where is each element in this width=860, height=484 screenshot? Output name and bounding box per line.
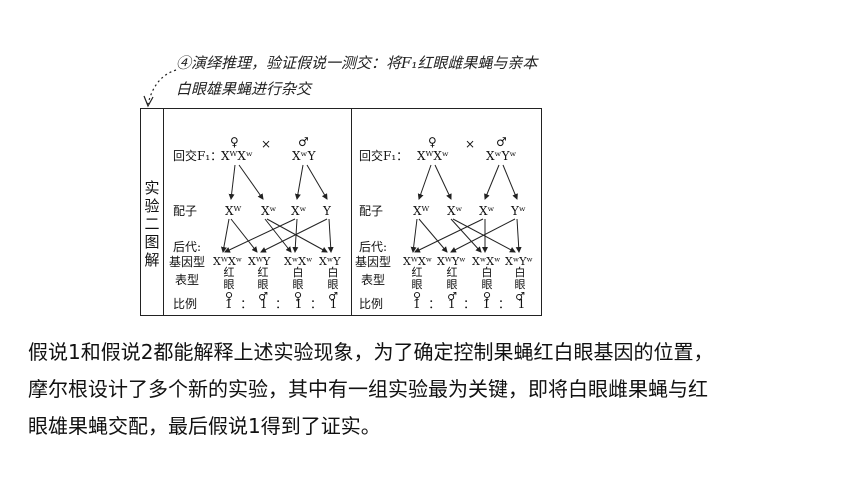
- gamete: Xʷ: [447, 204, 463, 218]
- cross-label: 回交F₁：: [359, 149, 409, 163]
- side-label-char: 实: [144, 179, 160, 197]
- note-line-1: ④演绎推理，验证假说一测交：将F₁红眼雌果蝇与亲本: [176, 54, 538, 72]
- cross-diagram: 实 验 二 图 解 回交F₁： ♀ XᵂXʷ × ♂ XʷY 配子 Xᵂ Xʷ …: [140, 108, 542, 316]
- parent-female: XᵂXʷ: [417, 149, 449, 163]
- phenotype: 白眼♀: [292, 266, 304, 303]
- cross-arrows: [220, 164, 522, 253]
- ratio-label: 比例: [173, 297, 198, 311]
- gamete: Xᵂ: [413, 204, 430, 218]
- genotype-label: 基因型: [355, 255, 392, 269]
- parent-male: XʷYʷ: [486, 149, 517, 163]
- phenotype: 红眼♀: [223, 266, 235, 303]
- phenotype: 红眼♀: [411, 266, 423, 303]
- parent-female: XᵂXʷ: [221, 149, 253, 163]
- side-label-char: 解: [144, 251, 160, 269]
- ratio-label: 比例: [359, 297, 384, 311]
- gamete: Xᵂ: [225, 204, 242, 218]
- genotype: XᵂY: [248, 255, 271, 268]
- paragraph-line-2: 摩尔根设计了多个新的实验，其中有一组实验最为关键，即将白眼雌果蝇与红: [28, 377, 708, 401]
- side-label-char: 二: [144, 215, 160, 233]
- parent-male: XʷY: [292, 149, 316, 163]
- male-symbol: ♂: [298, 135, 309, 149]
- cross-symbol: ×: [465, 137, 476, 151]
- genotype-label: 基因型: [169, 255, 206, 269]
- gamete-label: 配子: [359, 204, 384, 218]
- phenotype: 红眼♂: [257, 266, 269, 303]
- cross-label: 回交F₁：: [173, 149, 223, 163]
- ratio: 1 ： 1 ： 1 ： 1: [225, 297, 338, 311]
- paragraph-line-1: 假说1和假说2都能解释上述实验现象，为了确定控制果蝇红白眼基因的位置，: [28, 340, 714, 364]
- phenotype: 白眼♀: [481, 266, 493, 303]
- side-label-char: 验: [144, 197, 160, 215]
- female-symbol: ♀: [428, 135, 437, 149]
- offspring-label: 后代:: [173, 240, 202, 254]
- paragraph-line-3: 眼雄果蝇交配，最后假说1得到了证实。: [28, 414, 381, 438]
- genotype: XʷXʷ: [472, 255, 501, 268]
- handwritten-note: ④演绎推理，验证假说一测交：将F₁红眼雌果蝇与亲本 白眼雄果蝇进行杂交: [176, 50, 537, 102]
- explanation-paragraph: 假说1和假说2都能解释上述实验现象，为了确定控制果蝇红白眼基因的位置， 摩尔根设…: [28, 334, 828, 445]
- right-arrows: [410, 164, 522, 253]
- gamete: Xʷ: [291, 204, 307, 218]
- phenotype-label: 表型: [175, 273, 200, 287]
- offspring-label: 后代:: [359, 240, 388, 254]
- side-label-char: 图: [144, 233, 160, 251]
- female-symbol: ♀: [230, 135, 239, 149]
- gamete: Y: [323, 204, 331, 218]
- phenotype: 白眼♂: [327, 266, 339, 303]
- gamete: Xʷ: [261, 204, 277, 218]
- gamete-label: 配子: [173, 204, 198, 218]
- genotype: XʷYʷ: [505, 255, 533, 268]
- genotype: XᵂXʷ: [403, 255, 433, 268]
- genotype: XᵂXʷ: [213, 255, 243, 268]
- panel-divider: [351, 109, 352, 315]
- genotype: XʷY: [319, 255, 341, 268]
- gamete: Yʷ: [511, 204, 526, 218]
- genotype: XʷXʷ: [284, 255, 313, 268]
- left-arrows: [220, 164, 334, 253]
- phenotype: 白眼♂: [514, 266, 526, 303]
- label-divider: [163, 109, 164, 315]
- cross-symbol: ×: [261, 137, 272, 151]
- note-line-2: 白眼雄果蝇进行杂交: [176, 80, 312, 98]
- phenotype-label: 表型: [361, 273, 386, 287]
- ratio: 1 ： 1 ： 1 ： 1: [413, 297, 526, 311]
- side-label: 实 验 二 图 解: [143, 179, 161, 269]
- gamete: Xʷ: [479, 204, 495, 218]
- male-symbol: ♂: [496, 135, 507, 149]
- genotype: XᵂYʷ: [437, 255, 466, 268]
- phenotype: 红眼♂: [446, 266, 458, 303]
